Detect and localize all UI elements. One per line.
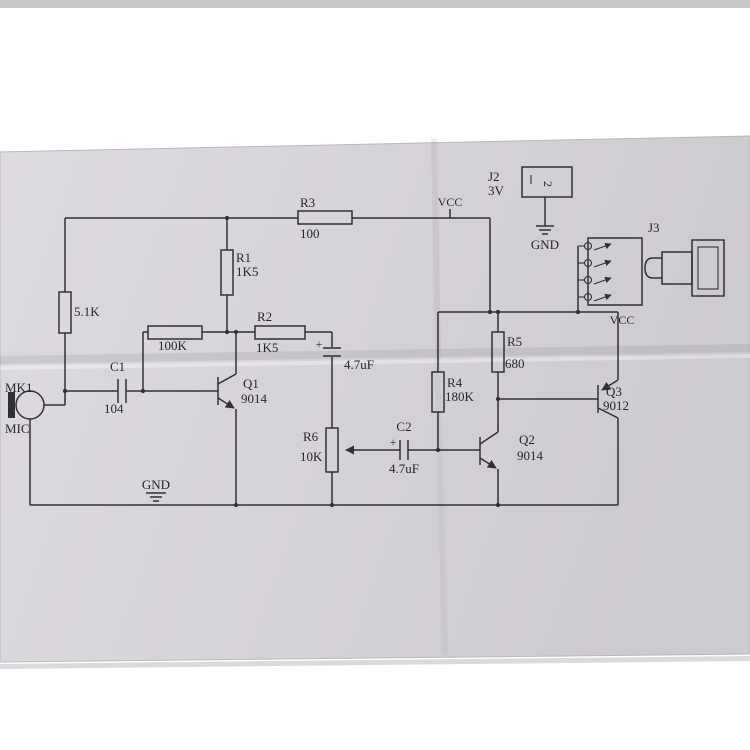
c1-value-label: 104: [104, 401, 124, 416]
resistor-value-label: 5.1K: [74, 304, 100, 319]
r5-ref-label: R5: [507, 334, 522, 349]
resistor-body: [147, 325, 203, 340]
fold-crease-horizontal: [0, 344, 750, 364]
potentiometer-r6: R6 10K: [300, 427, 400, 473]
vcc-label-top: VCC: [438, 195, 463, 209]
r4-value-label: 180K: [445, 389, 475, 404]
r2-ref-label: R2: [257, 309, 272, 324]
jack-terminal: [583, 258, 593, 268]
resistor-r1: R1 1K5: [220, 249, 258, 296]
mic-symbol: [15, 390, 45, 420]
battery-cell-marking: 2: [541, 181, 555, 187]
vcc-text: VCC: [438, 195, 463, 209]
q2-value-label: 9014: [517, 448, 544, 463]
r1-value-label: 1K5: [236, 264, 258, 279]
photo-top-strip: [0, 0, 750, 8]
r6-value-label: 10K: [300, 449, 323, 464]
transistor-q3: Q3 9012: [597, 379, 629, 419]
resistor-body: [431, 371, 445, 413]
jack-j3: J3 VCC: [577, 220, 725, 327]
pot-body: [325, 427, 339, 473]
r4-ref-label: R4: [447, 375, 463, 390]
gnd-text: GND: [531, 237, 559, 252]
paper-background: [0, 0, 750, 669]
resistor-body: [297, 210, 353, 225]
j3-ref-label: J3: [648, 220, 660, 235]
q1-ref-label: Q1: [243, 376, 259, 391]
r3-ref-label: R3: [300, 195, 315, 210]
battery-holder: [521, 166, 573, 198]
resistor-body: [220, 249, 234, 296]
resistor-5k1: 5.1K: [58, 291, 100, 334]
capacitor-c2: C2 + 4.7uF: [389, 419, 419, 476]
polarity-plus: +: [316, 337, 323, 351]
c2-value-label: 4.7uF: [389, 461, 419, 476]
mic-ref-label: MK1: [5, 380, 32, 395]
r2-value-label: 1K5: [256, 340, 278, 355]
resistor-r5: R5 680: [491, 331, 525, 373]
paper-shadow: [0, 656, 750, 669]
jack-terminal: [583, 275, 593, 285]
transistor-q1: Q1 9014: [217, 373, 268, 409]
polarity-plus: +: [390, 435, 397, 449]
fold-crease-highlight: [0, 354, 750, 370]
resistor-100k: 100K: [147, 325, 203, 353]
mic-capsule: [8, 392, 15, 418]
vcc-jack-text: VCC: [610, 313, 635, 327]
r5-value-label: 680: [505, 356, 525, 371]
q2-ref-label: Q2: [519, 432, 535, 447]
q3-value-label: 9012: [603, 398, 629, 413]
jack-plug-drawing: [644, 239, 725, 297]
r6-ref-label: R6: [303, 429, 319, 444]
jack-terminal: [583, 292, 593, 302]
cap-value-label: 4.7uF: [344, 357, 374, 372]
resistor-body: [58, 291, 72, 334]
resistor-r4: R4 180K: [431, 371, 475, 413]
circuit-wires: [29, 209, 619, 508]
resistor-value-label: 100K: [158, 338, 188, 353]
mic-label: MIC: [5, 421, 30, 436]
j2-value-label: 3V: [488, 183, 505, 198]
c2-ref-label: C2: [396, 419, 411, 434]
jack-socket-body: [587, 237, 643, 306]
resistor-r2: R2 1K5: [254, 309, 306, 355]
ground-symbol-battery: GND: [531, 225, 559, 252]
c1-ref-label: C1: [110, 359, 125, 374]
q3-ref-label: Q3: [606, 384, 622, 399]
gnd-text: GND: [142, 477, 170, 492]
r1-ref-label: R1: [236, 250, 251, 265]
microphone-mk1: MK1 MIC: [5, 380, 45, 436]
resistor-body: [254, 325, 306, 340]
j2-ref-label: J2: [488, 169, 500, 184]
capacitor-c1: C1 104: [104, 359, 127, 416]
transistor-q2: Q2 9014: [479, 431, 544, 469]
paper-sheet: [0, 135, 750, 663]
capacitor-c3-4u7: + 4.7uF: [316, 337, 374, 372]
r3-value-label: 100: [300, 226, 320, 241]
q1-value-label: 9014: [241, 391, 268, 406]
resistor-r3: R3 100: [297, 195, 353, 241]
resistor-body: [491, 331, 505, 373]
battery-j2: 2 J2 3V: [488, 166, 573, 226]
fold-crease-vertical: [431, 138, 441, 356]
jack-terminal: [583, 241, 593, 251]
ground-symbol-bottom: GND: [142, 477, 170, 502]
